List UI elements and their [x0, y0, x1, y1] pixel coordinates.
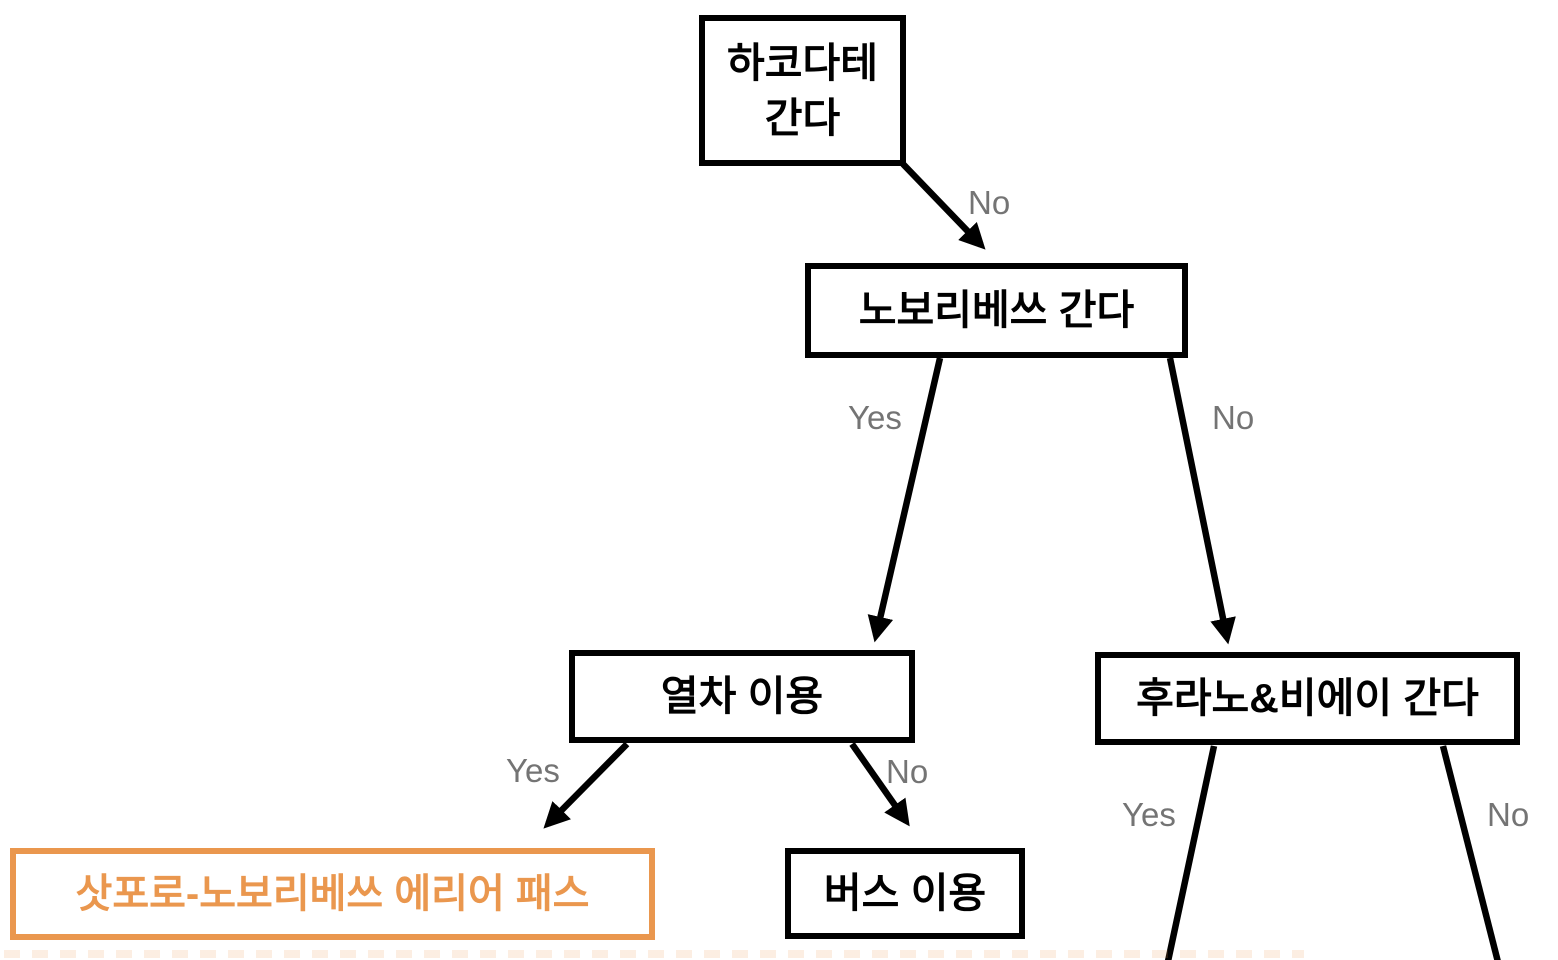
node-go-hakodate-label: 하코다테 간다: [727, 40, 878, 141]
edge-label-no-hakodate: No: [968, 184, 1011, 221]
edge-train-bus: [849, 742, 910, 827]
edge-noboribetsu-furano: [1166, 357, 1236, 645]
node-go-hakodate: 하코다테 간다: [699, 15, 906, 166]
edge-label-no-furano: No: [1212, 399, 1255, 436]
edge-train-pass: [543, 741, 630, 829]
node-go-noboribetsu-label: 노보리베쓰 간다: [858, 287, 1135, 334]
node-go-noboribetsu: 노보리베쓰 간다: [805, 263, 1188, 358]
edge-label-no-offscreen: No: [1487, 796, 1530, 833]
edge-hakodate-noboribetsu: [900, 161, 986, 250]
edge-label-yes-pass: Yes: [506, 752, 560, 789]
node-sapporo-noboribetsu-area-pass-label: 삿포로-노보리베쓰 에리어 패스: [75, 871, 590, 916]
node-use-train-label: 열차 이용: [660, 673, 824, 720]
node-go-furano-biei-label: 후라노&비에이 간다: [1136, 675, 1479, 722]
edge-furano-yes-offscreen: [1164, 745, 1218, 960]
edge-furano-no-offscreen: [1439, 745, 1501, 960]
edge-label-yes-train: Yes: [848, 399, 902, 436]
edge-label-yes-offscreen: Yes: [1122, 796, 1176, 833]
node-use-train: 열차 이용: [569, 650, 915, 743]
node-go-furano-biei: 후라노&비에이 간다: [1095, 652, 1520, 745]
faint-dashed-strip: [4, 950, 1304, 958]
node-use-bus-label: 버스 이용: [823, 870, 987, 917]
edge-noboribetsu-train: [867, 357, 944, 643]
node-sapporo-noboribetsu-area-pass: 삿포로-노보리베쓰 에리어 패스: [10, 848, 655, 940]
node-use-bus: 버스 이용: [785, 848, 1025, 939]
edge-label-no-bus: No: [886, 753, 929, 790]
